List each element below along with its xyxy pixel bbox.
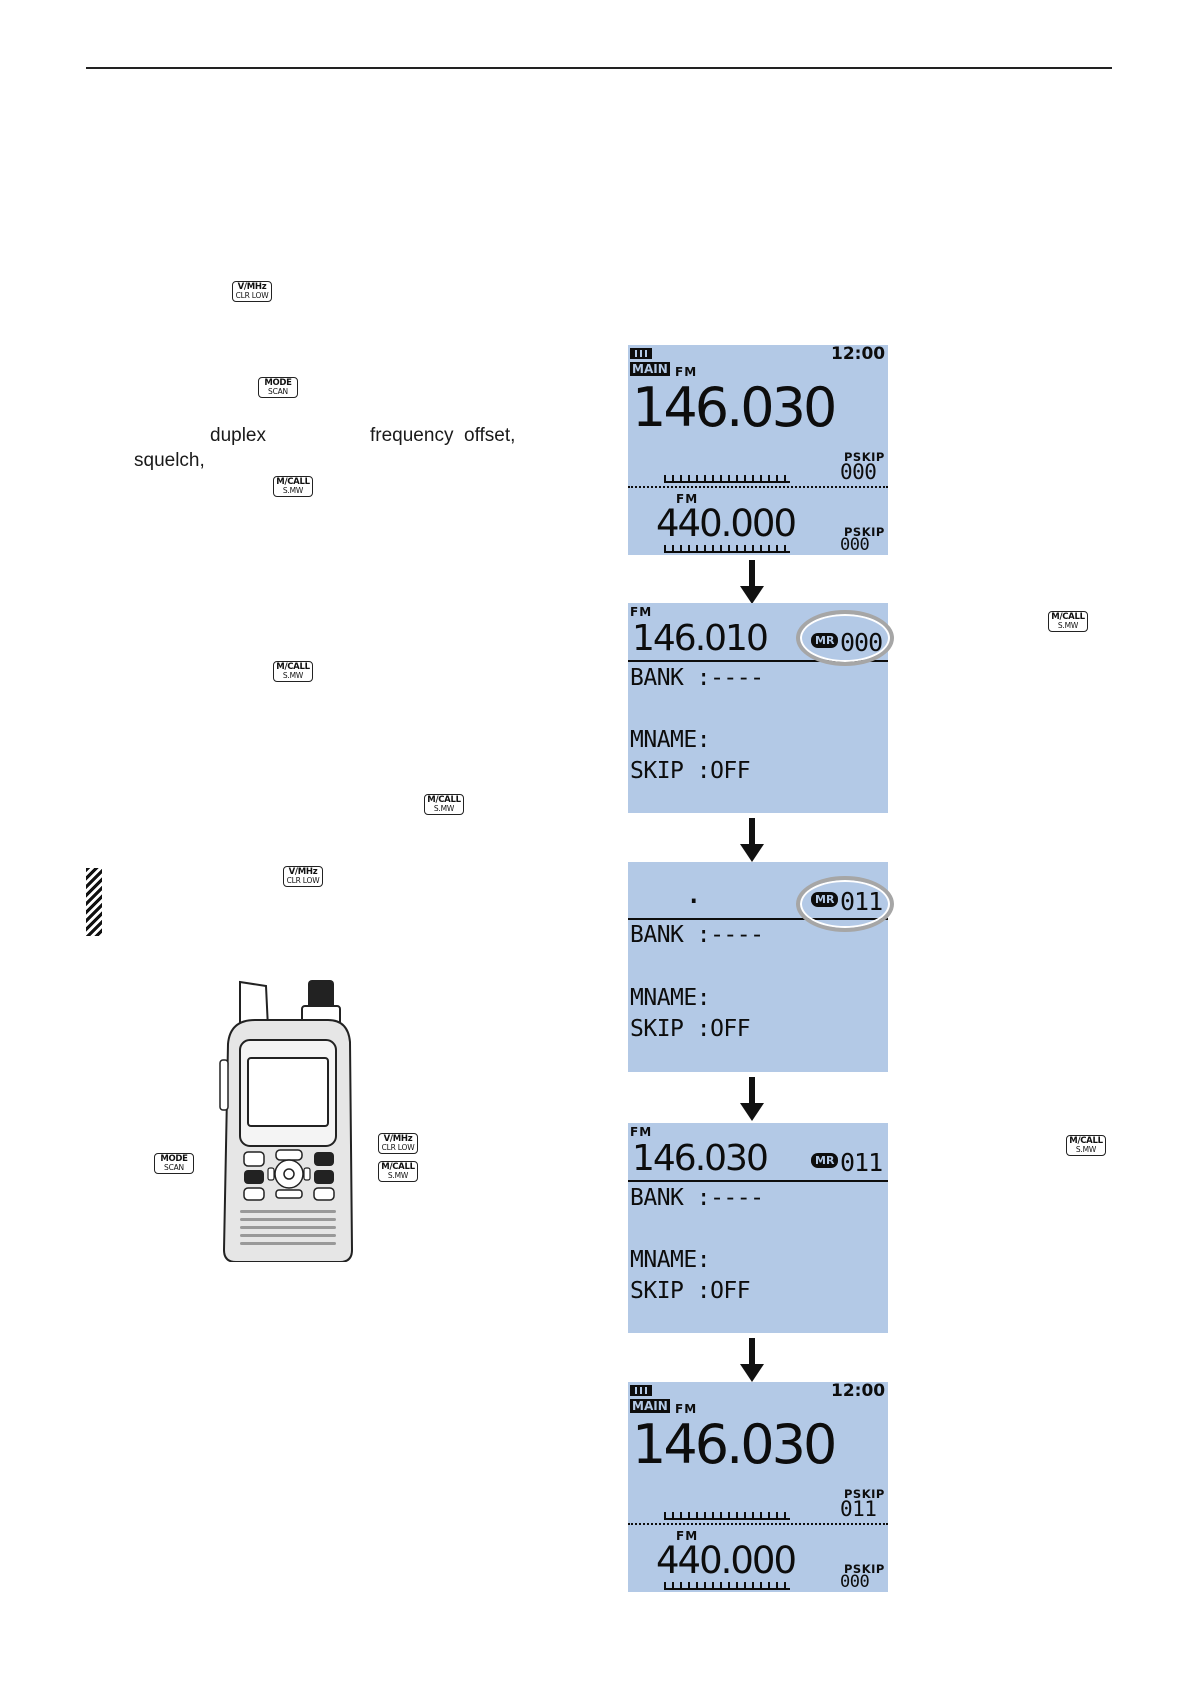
divider bbox=[628, 1523, 888, 1525]
mname-row: MNAME: bbox=[630, 727, 711, 753]
channel-number: 011 bbox=[840, 1148, 883, 1177]
mode-main: FM bbox=[675, 365, 698, 379]
radio-illustration bbox=[219, 980, 354, 1262]
clock: 12:00 bbox=[831, 345, 886, 364]
pskip-sub: 000 bbox=[840, 535, 870, 555]
lcd-screen-vfo-result: 12:00 MAIN FM 146.030 PSKIP 011 FM 440.0… bbox=[628, 1382, 888, 1592]
clock: 12:00 bbox=[831, 1382, 886, 1401]
mname-row: MNAME: bbox=[630, 1247, 711, 1273]
skip-row: SKIP :OFF bbox=[630, 1278, 751, 1304]
s-meter bbox=[664, 475, 790, 483]
frequency-main: 146.030 bbox=[632, 1413, 837, 1476]
header-rule bbox=[86, 67, 1112, 69]
s-meter bbox=[664, 545, 790, 553]
mr-badge: MR bbox=[811, 1153, 839, 1168]
note-hatch-mark bbox=[86, 868, 102, 936]
battery-icon bbox=[630, 1385, 652, 1396]
frequency: 146.030 bbox=[632, 1138, 769, 1179]
word-duplex: duplex bbox=[210, 425, 266, 446]
mode-main: FM bbox=[675, 1402, 698, 1416]
pskip-label: PSKIP bbox=[844, 1487, 885, 1501]
lcd-screen-vfo-initial: 12:00 MAIN FM 146.030 PSKIP 000 FM 440.0… bbox=[628, 345, 888, 555]
frequency-sub: 440.000 bbox=[656, 502, 797, 545]
word-frequency-offset: frequency offset, bbox=[370, 425, 516, 446]
pskip-main: 011 bbox=[840, 1497, 877, 1521]
highlight-ellipse bbox=[796, 610, 894, 666]
frequency-main: 146.030 bbox=[632, 376, 837, 439]
frequency-sub: 440.000 bbox=[656, 1539, 797, 1582]
frequency: 146.010 bbox=[632, 618, 769, 659]
frequency: . bbox=[688, 871, 700, 912]
skip-row: SKIP :OFF bbox=[630, 758, 751, 784]
mode: FM bbox=[630, 1125, 653, 1139]
down-arrow-icon bbox=[740, 560, 764, 604]
word-squelch: squelch, bbox=[134, 450, 205, 471]
pskip-sub: 000 bbox=[840, 1572, 870, 1592]
bank-row: BANK :---- bbox=[630, 665, 764, 691]
main-badge: MAIN bbox=[630, 1399, 670, 1413]
s-meter bbox=[664, 1512, 790, 1520]
pskip-label: PSKIP bbox=[844, 1562, 885, 1576]
s-meter bbox=[664, 1582, 790, 1590]
bank-row: BANK :---- bbox=[630, 1185, 764, 1211]
divider bbox=[628, 486, 888, 488]
down-arrow-icon bbox=[740, 818, 764, 862]
mode: FM bbox=[630, 605, 653, 619]
pskip-main: 000 bbox=[840, 460, 877, 484]
down-arrow-icon bbox=[740, 1338, 764, 1382]
divider bbox=[628, 918, 888, 920]
battery-icon bbox=[630, 348, 652, 359]
pskip-label: PSKIP bbox=[844, 525, 885, 539]
mode-sub: FM bbox=[676, 492, 699, 506]
main-badge: MAIN bbox=[630, 362, 670, 376]
divider bbox=[628, 1180, 888, 1182]
mname-row: MNAME: bbox=[630, 985, 711, 1011]
down-arrow-icon bbox=[740, 1077, 764, 1121]
divider bbox=[628, 660, 888, 662]
mode-sub: FM bbox=[676, 1529, 699, 1543]
bank-row: BANK :---- bbox=[630, 922, 764, 948]
lcd-screen-written-channel: FM 146.030 MR 011 BANK :---- MNAME: SKIP… bbox=[628, 1123, 888, 1333]
skip-row: SKIP :OFF bbox=[630, 1016, 751, 1042]
pskip-label: PSKIP bbox=[844, 450, 885, 464]
highlight-ellipse bbox=[796, 876, 894, 932]
